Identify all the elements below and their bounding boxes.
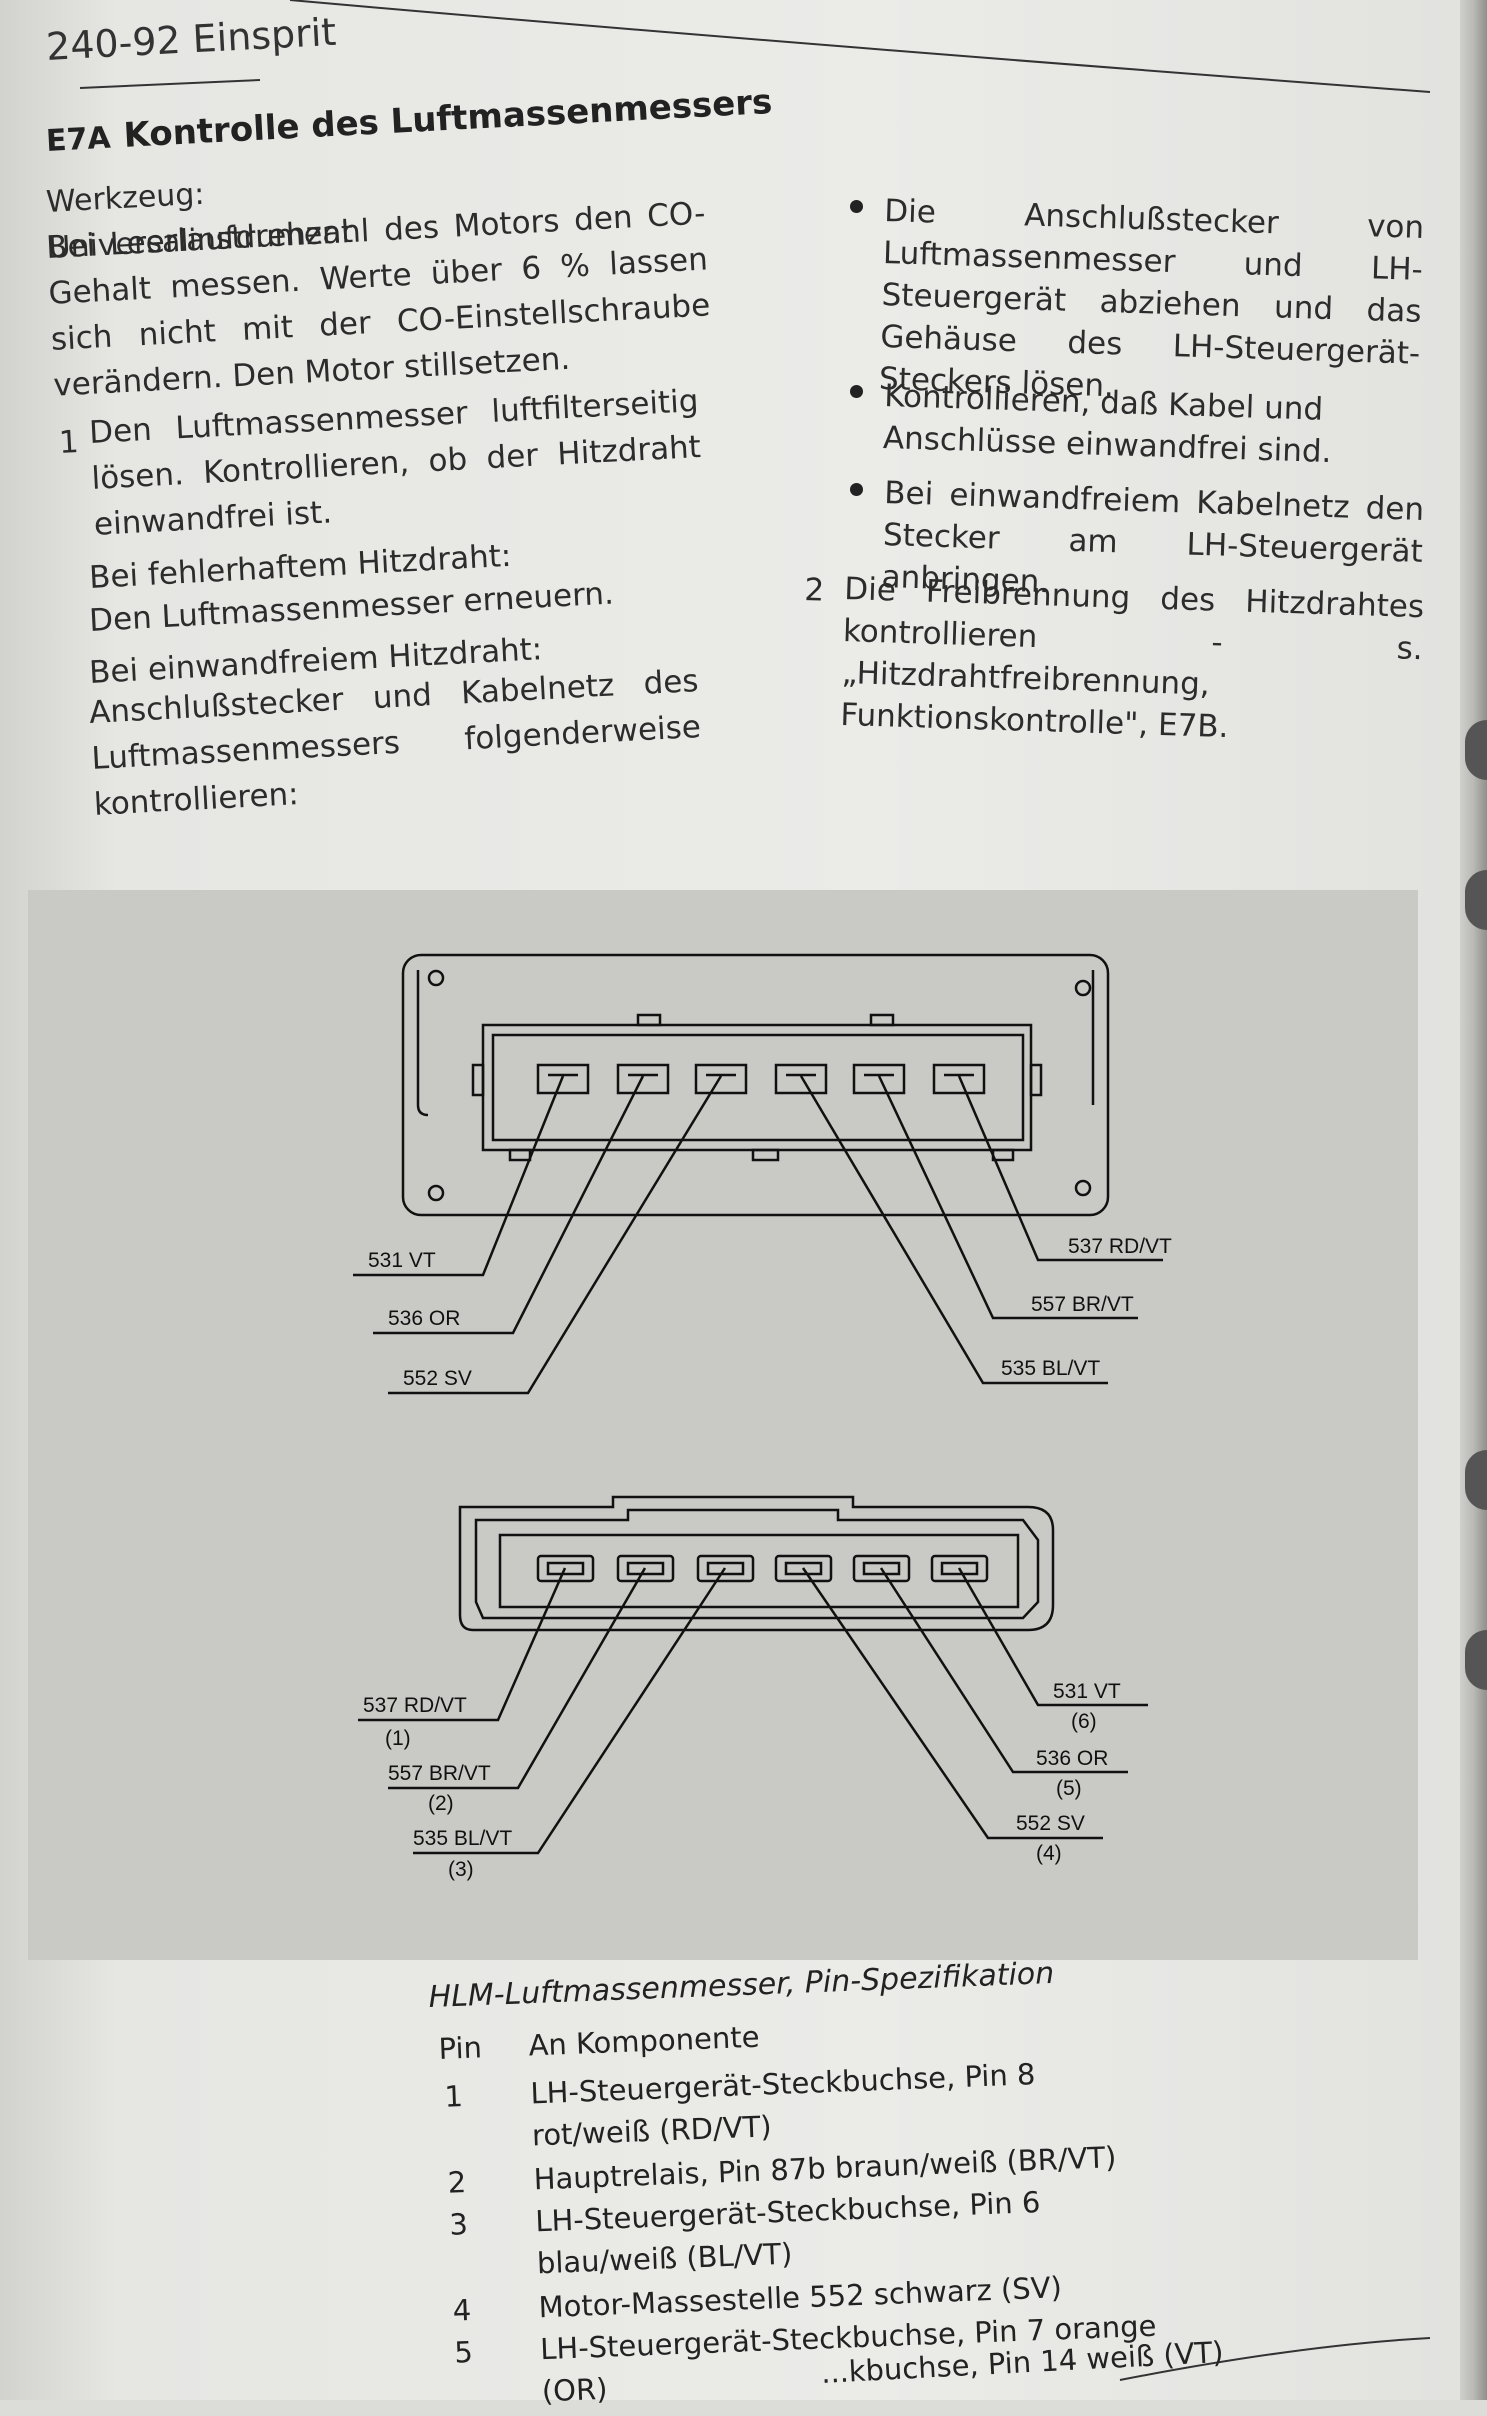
pin-column-header: Pin [438, 2030, 483, 2066]
step-2-number: 2 [803, 572, 825, 609]
wire-label: 557 BR/VT [1031, 1293, 1134, 1316]
pin-number: (3) [448, 1858, 474, 1881]
page-edge [1460, 0, 1487, 2400]
pin-number: (6) [1071, 1710, 1097, 1733]
wire-label: 531 VT [368, 1249, 436, 1272]
top-labels-left: 531 VT 536 OR 552 SV [368, 1249, 472, 1390]
top-labels-right: 537 RD/VT 557 BR/VT 535 BL/VT [1001, 1235, 1172, 1380]
bottom-labels-left: 537 RD/VT (1) 557 BR/VT (2) 535 BL/VT (3… [363, 1694, 512, 1881]
step-1-number: 1 [58, 423, 80, 461]
binder-hole [1465, 1450, 1487, 1510]
section-code: E7A [45, 120, 112, 159]
step-2-text: Die Freibrennung des Hitzdrahtes kontrol… [839, 570, 1425, 746]
table-row-pin: 3 [448, 2207, 469, 2242]
wire-label: 552 SV [1016, 1812, 1085, 1835]
wire-label: 557 BR/VT [388, 1762, 491, 1785]
bullet-2: Kontrollieren, daß Kabel und Anschlüsse … [882, 377, 1333, 471]
bullet-icon [850, 200, 863, 213]
pin-number: (1) [385, 1727, 411, 1750]
table-row-pin: 1 [443, 2079, 464, 2114]
intro-paragraph: Bei Leerlaufdrehzahl des Motors den CO-G… [45, 195, 712, 404]
connector-diagram: 531 VT 536 OR 552 SV 537 RD/VT 557 BR/VT… [28, 890, 1418, 1960]
top-connector [353, 953, 1163, 1395]
wire-label: 536 OR [1036, 1747, 1108, 1770]
pin-number: (2) [428, 1792, 454, 1815]
pin-number: (4) [1036, 1842, 1062, 1865]
binder-hole [1465, 870, 1487, 930]
bullet-icon [850, 385, 863, 398]
wire-label: 531 VT [1053, 1680, 1121, 1703]
wire-label: 537 RD/VT [1068, 1235, 1172, 1258]
wire-label: 537 RD/VT [363, 1694, 467, 1717]
footer-rule [1119, 2337, 1431, 2381]
header-rule [79, 0, 1431, 93]
bottom-connector [358, 1495, 1148, 1855]
binder-hole [1465, 1630, 1487, 1690]
bullet-icon [850, 483, 863, 496]
wire-label: 552 SV [403, 1367, 472, 1390]
wire-label: 535 BL/VT [413, 1827, 512, 1850]
binder-hole [1465, 720, 1487, 780]
pin-number: (5) [1056, 1777, 1082, 1800]
bottom-labels-right: 531 VT (6) 536 OR (5) 552 SV (4) [1016, 1680, 1121, 1865]
wire-label: 536 OR [388, 1307, 460, 1330]
wire-label: 535 BL/VT [1001, 1357, 1100, 1380]
table-row-pin: 2 [447, 2165, 467, 2200]
